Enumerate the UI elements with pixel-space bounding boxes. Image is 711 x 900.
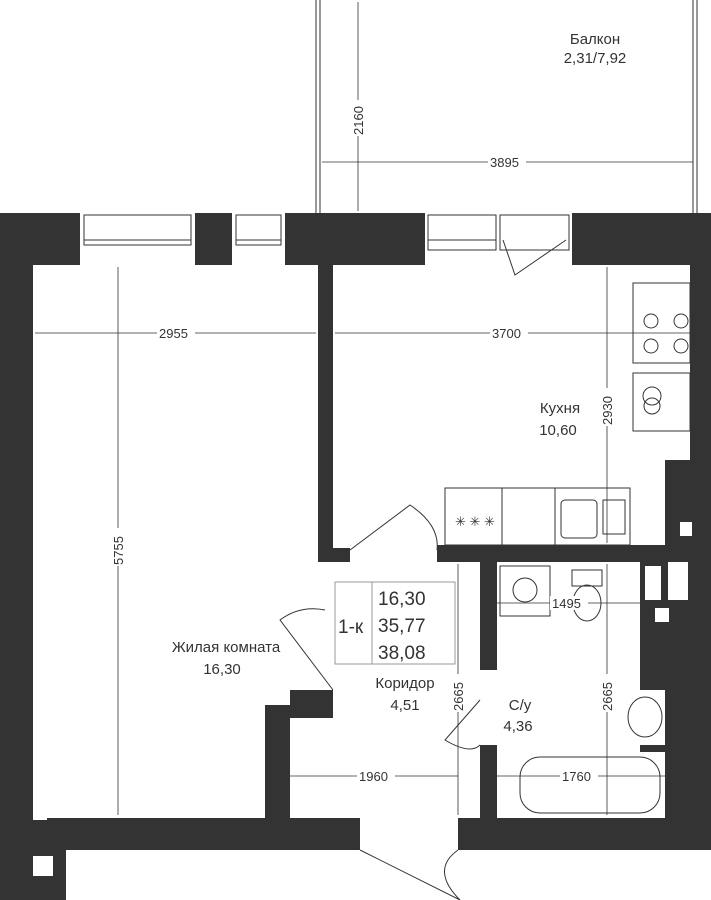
kitchen-area: 10,60 (539, 422, 577, 439)
dim-corridor-length: 2665 (451, 682, 466, 711)
room-labels: Балкон 2,31/7,92 Кухня 10,60 Жилая комна… (172, 31, 626, 735)
windows (83, 214, 570, 251)
dim-bath-width-top: 1495 (552, 596, 581, 611)
dim-kitchen-width: 3700 (492, 326, 521, 341)
dim-living-length: 5755 (111, 536, 126, 565)
dim-corridor-width: 1960 (359, 769, 388, 784)
summary-box: 1-к 16,30 35,77 38,08 (334, 581, 456, 665)
corridor-name: Коридор (375, 675, 434, 692)
svg-text:✳ ✳ ✳: ✳ ✳ ✳ (455, 514, 495, 529)
total-area-with-balcony: 38,08 (378, 643, 426, 664)
dim-living-width: 2955 (159, 326, 188, 341)
dim-bath-width-bottom: 1760 (562, 769, 591, 784)
balcony-area: 2,31/7,92 (564, 50, 627, 67)
walls (0, 213, 711, 900)
kitchen-furniture: ✳ ✳ ✳ (444, 282, 691, 546)
bathroom-area: 4,36 (503, 718, 532, 735)
balcony (315, 0, 698, 213)
bathroom-name: С/у (509, 697, 532, 714)
dim-kitchen-length: 2930 (600, 396, 615, 425)
apartment-type: 1-к (338, 617, 364, 638)
total-area: 35,77 (378, 616, 426, 637)
dim-balcony-width: 3895 (490, 155, 519, 170)
dim-balcony-depth: 2160 (351, 106, 366, 135)
living-area: 16,30 (203, 661, 241, 678)
dim-bath-length: 2665 (600, 682, 615, 711)
dimension-labels: 2160 3895 2955 3700 5755 2930 1495 2665 … (110, 100, 615, 784)
kitchen-name: Кухня (540, 400, 580, 417)
living-area-total: 16,30 (378, 589, 426, 610)
living-name: Жилая комната (172, 639, 281, 656)
balcony-name: Балкон (570, 31, 620, 48)
corridor-area: 4,51 (390, 697, 419, 714)
